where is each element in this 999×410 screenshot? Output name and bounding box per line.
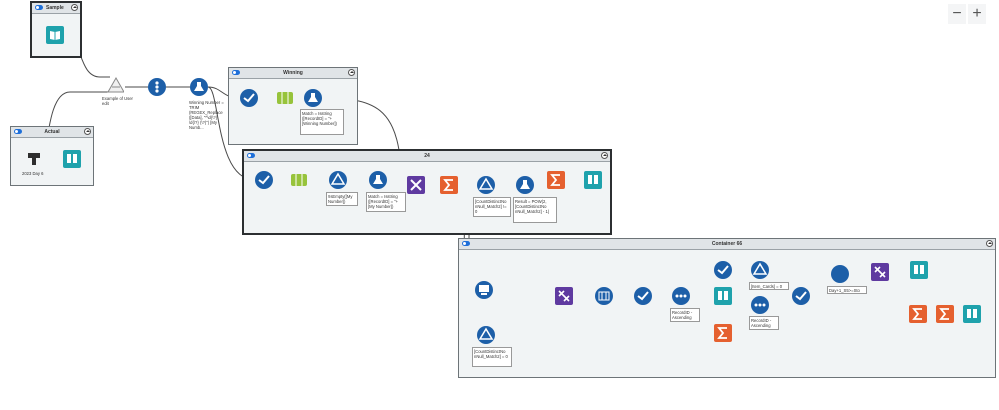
formula-icon[interactable]: [516, 176, 534, 194]
browse-icon[interactable]: [714, 287, 732, 305]
text-to-columns-icon[interactable]: [290, 171, 308, 189]
toggle-icon[interactable]: [232, 70, 240, 75]
count-distinct-annotation: [CountDistinctNo nNull_Match2] != 0: [473, 197, 511, 217]
browse-icon[interactable]: [963, 305, 981, 323]
select-icon[interactable]: [634, 287, 652, 305]
filter-icon[interactable]: [477, 326, 495, 344]
browse-icon[interactable]: [63, 150, 81, 168]
container-winning-header[interactable]: Winning: [229, 68, 357, 79]
match-winning-annotation: Match = Isstring ([RecordID] = "+ [Winni…: [300, 109, 344, 135]
input-data-icon[interactable]: [25, 150, 43, 168]
toggle-icon[interactable]: [35, 5, 43, 10]
select-icon[interactable]: [240, 89, 258, 107]
filter-icon[interactable]: [751, 261, 769, 279]
formula-icon[interactable]: [190, 78, 208, 96]
summarize-icon[interactable]: [936, 305, 954, 323]
container-24-title: 24: [424, 153, 430, 159]
container-actual-title: Actual: [44, 129, 60, 135]
container-sample-header[interactable]: Sample: [32, 3, 80, 14]
container-sample[interactable]: Sample: [30, 1, 82, 58]
join-icon[interactable]: [407, 176, 425, 194]
count-distinct-2-annotation: [CountDistinctNo nNull_Match2] = 0: [472, 347, 512, 367]
multi-row-formula-icon[interactable]: [831, 265, 849, 283]
input-annotation: 2023 Day 6: [22, 171, 44, 176]
container-actual[interactable]: Actual: [10, 126, 94, 186]
text-to-columns-icon[interactable]: [276, 89, 294, 107]
book-input-icon[interactable]: [46, 26, 64, 44]
transpose-icon[interactable]: [595, 287, 613, 305]
sort-icon[interactable]: [672, 287, 690, 305]
isempty-annotation: !IsEmpty([My Number]): [326, 192, 358, 206]
collapse-icon[interactable]: [71, 4, 78, 11]
sort-icon[interactable]: [751, 296, 769, 314]
record-id-icon[interactable]: [148, 78, 166, 96]
container-66[interactable]: Container 66: [458, 238, 996, 378]
container-66-title: Container 66: [711, 241, 743, 247]
join-multiple-icon[interactable]: [555, 287, 573, 305]
toggle-icon[interactable]: [462, 241, 470, 246]
summarize-icon[interactable]: [547, 171, 565, 189]
container-winning-title: Winning: [283, 70, 303, 76]
select-icon[interactable]: [714, 261, 732, 279]
collapse-icon[interactable]: [601, 152, 608, 159]
collapse-icon[interactable]: [84, 128, 91, 135]
collapse-icon[interactable]: [348, 69, 355, 76]
formula-icon[interactable]: [369, 171, 387, 189]
browse-icon[interactable]: [910, 261, 928, 279]
toggle-icon[interactable]: [247, 153, 255, 158]
filter-icon[interactable]: [329, 171, 347, 189]
user-edit-annotation: Example of User edit: [102, 96, 135, 106]
zoom-out-button[interactable]: −: [948, 4, 966, 24]
collapse-icon[interactable]: [986, 240, 993, 247]
container-66-header[interactable]: Container 66: [459, 239, 995, 250]
item-card-annotation: [Item_Cards] = 0: [749, 282, 789, 290]
formula-icon[interactable]: [304, 89, 322, 107]
join-icon[interactable]: [871, 263, 889, 281]
winning-number-annotation: Winning Number = TRIM (REGEX_Replace ([D…: [189, 100, 225, 130]
join-day-annotation: Day+1_S5>=Sto: [827, 286, 867, 294]
summarize-icon[interactable]: [714, 324, 732, 342]
container-actual-header[interactable]: Actual: [11, 127, 93, 138]
select-icon[interactable]: [792, 287, 810, 305]
summarize-icon[interactable]: [440, 176, 458, 194]
container-sample-title: Sample: [46, 5, 64, 11]
toggle-icon[interactable]: [14, 129, 22, 134]
browse-icon[interactable]: [584, 171, 602, 189]
select-icon[interactable]: [255, 171, 273, 189]
container-24-header[interactable]: 24: [244, 151, 610, 162]
zoom-in-button[interactable]: +: [968, 4, 986, 24]
sort-recordid-annotation: RecordID - Ascending: [670, 308, 700, 322]
summarize-icon[interactable]: [909, 305, 927, 323]
result-pow-annotation: Result = POW(2, [CountDistinctNo nNull_M…: [513, 197, 557, 223]
sort-recordid-2-annotation: RecordID - Ascending: [749, 316, 779, 330]
generate-rows-icon[interactable]: [475, 281, 493, 299]
filter-icon[interactable]: [477, 176, 495, 194]
sample-icon[interactable]: [106, 76, 124, 94]
match-my-annotation: Match = Isstring ([RecordID] = "+ [My Nu…: [366, 192, 406, 212]
